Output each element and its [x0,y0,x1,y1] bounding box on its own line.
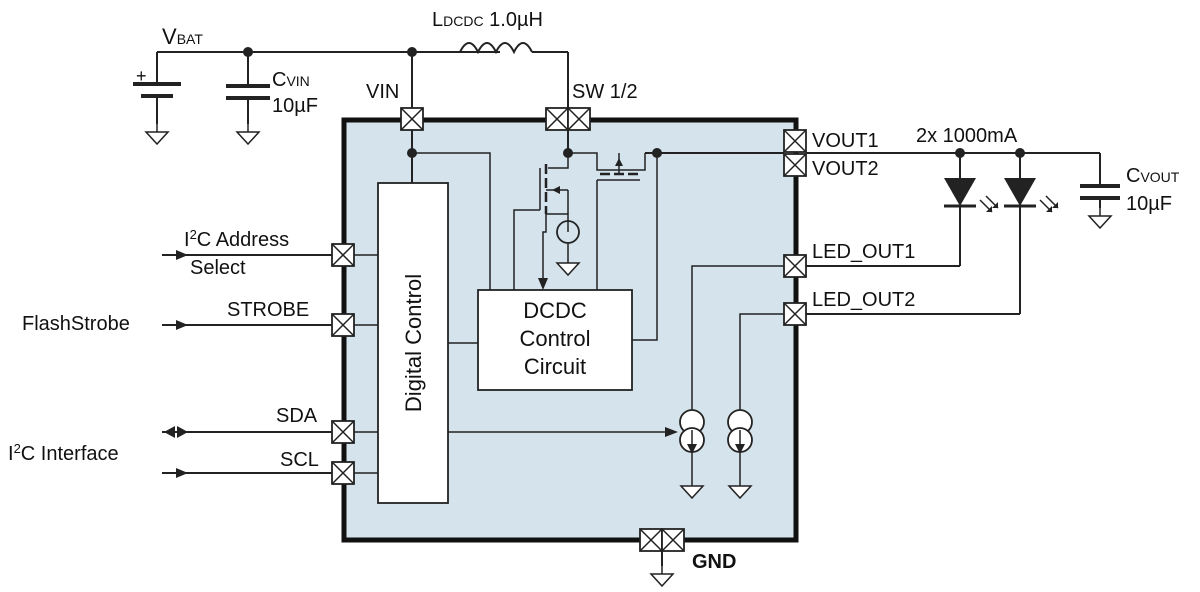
battery-symbol [133,52,181,145]
led-2 [1004,153,1059,314]
vout1-pin-label: VOUT1 [812,130,879,152]
dcdc-control-block [477,289,633,391]
cvin-label: CVIN [272,69,310,91]
scl-pin [331,461,355,485]
cvin-capacitor [226,52,270,145]
ldcdc-label: LDCDC 1.0µH [432,9,543,31]
dcdc-label-line1: DCDC [523,298,587,323]
current-sink-1 [679,409,705,499]
i2c-address-label-line1: I2C Address [184,227,289,251]
flash-strobe-label: FlashStrobe [22,313,130,335]
sw-pin-label: SW 1/2 [572,81,638,103]
current-sink-2 [727,409,753,499]
led-out1-pin [783,254,807,278]
lowside-mosfet [513,164,580,290]
cvout-capacitor [1080,153,1120,229]
digital-control-block [377,182,449,504]
gnd-pin-2 [661,528,685,552]
vout2-pin [783,153,807,177]
led-out2-pin-label: LED_OUT2 [812,289,915,311]
battery-plus-label: + [136,66,147,86]
led-out2-internal-wire [739,313,784,410]
strobe-pin [331,313,355,337]
vout1-pin [783,129,807,153]
i2c-interface-label: I2C Interface [8,441,119,465]
sda-pin [331,420,355,444]
sw1-pin [545,107,569,131]
scl-pin-label: SCL [280,449,319,471]
gnd-pin-label: GND [692,551,736,573]
led-1 [944,153,999,266]
vin-to-dcdc-wire [412,152,491,290]
sda-pin-label: SDA [276,405,318,427]
vbat-label: VBAT [162,24,203,49]
vin-pin [400,107,424,131]
vout2-pin-label: VOUT2 [812,158,879,180]
i2c-address-label-line2: Select [190,257,246,279]
digital-control-label: Digital Control [401,274,426,412]
cvin-value: 10µF [272,95,318,117]
dcdc-label-line2: Control [520,326,591,351]
led-out2-pin [783,302,807,326]
dcdc-label-line3: Circuit [524,354,586,379]
cvout-value: 10µF [1126,193,1172,215]
led-out1-internal-wire [691,265,784,410]
sw2-pin [567,107,591,131]
led-out1-pin-label: LED_OUT1 [812,241,915,263]
lowside-drain [548,153,569,169]
vout-feedback-wire [632,153,658,341]
strobe-pin-label: STROBE [227,299,309,321]
addr-select-pin [331,243,355,267]
inductor [412,42,569,108]
cvout-label: CVOUT [1126,165,1180,187]
led-rating-label: 2x 1000mA [916,125,1018,147]
highside-mosfet [568,152,646,290]
gnd-pin-1 [639,528,663,552]
vin-pin-label: VIN [366,81,399,103]
